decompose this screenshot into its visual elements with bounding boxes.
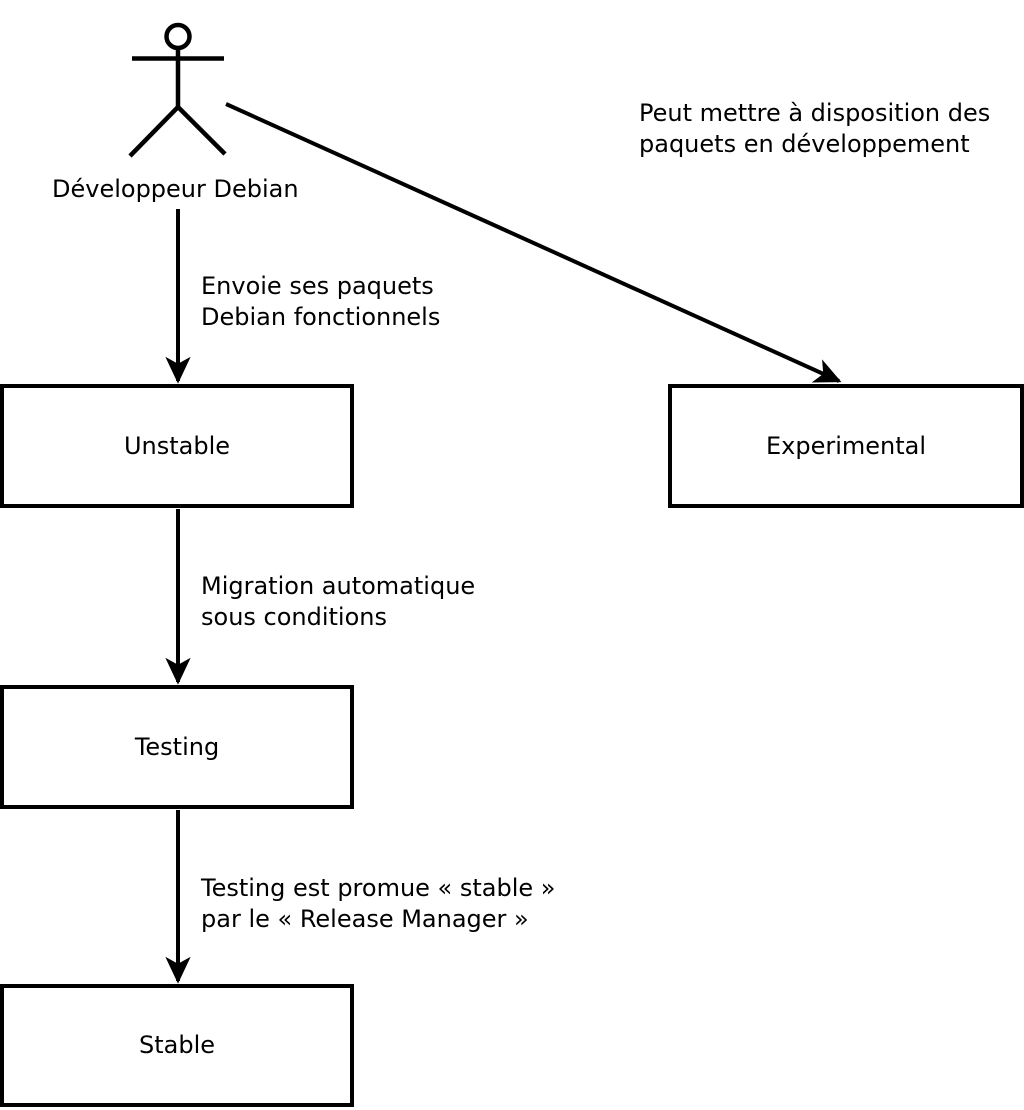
box-unstable-label: Unstable [123, 431, 231, 460]
box-experimental-label: Experimental [765, 431, 927, 460]
edge-label-developer-experimental: Peut mettre à disposition des paquets en… [639, 99, 991, 158]
arrow-developer-to-experimental [225, 102, 842, 383]
edge-label-testing-stable: Testing est promue « stable » par le « R… [201, 874, 556, 933]
edge-label-developer-unstable: Envoie ses paquets Debian fonctionnels [201, 272, 441, 331]
actor-label: Développeur Debian [52, 175, 299, 203]
actor-right-leg [176, 105, 227, 156]
box-stable: Stable [0, 984, 354, 1107]
actor-left-leg [128, 105, 180, 158]
box-experimental: Experimental [668, 384, 1024, 508]
box-stable-label: Stable [138, 1031, 216, 1060]
box-testing-label: Testing [134, 732, 220, 761]
box-unstable: Unstable [0, 384, 354, 508]
actor-stick-figure-icon [128, 22, 227, 158]
actor-head [164, 22, 192, 51]
box-testing: Testing [0, 685, 354, 809]
edge-label-unstable-testing: Migration automatique sous conditions [201, 572, 476, 631]
